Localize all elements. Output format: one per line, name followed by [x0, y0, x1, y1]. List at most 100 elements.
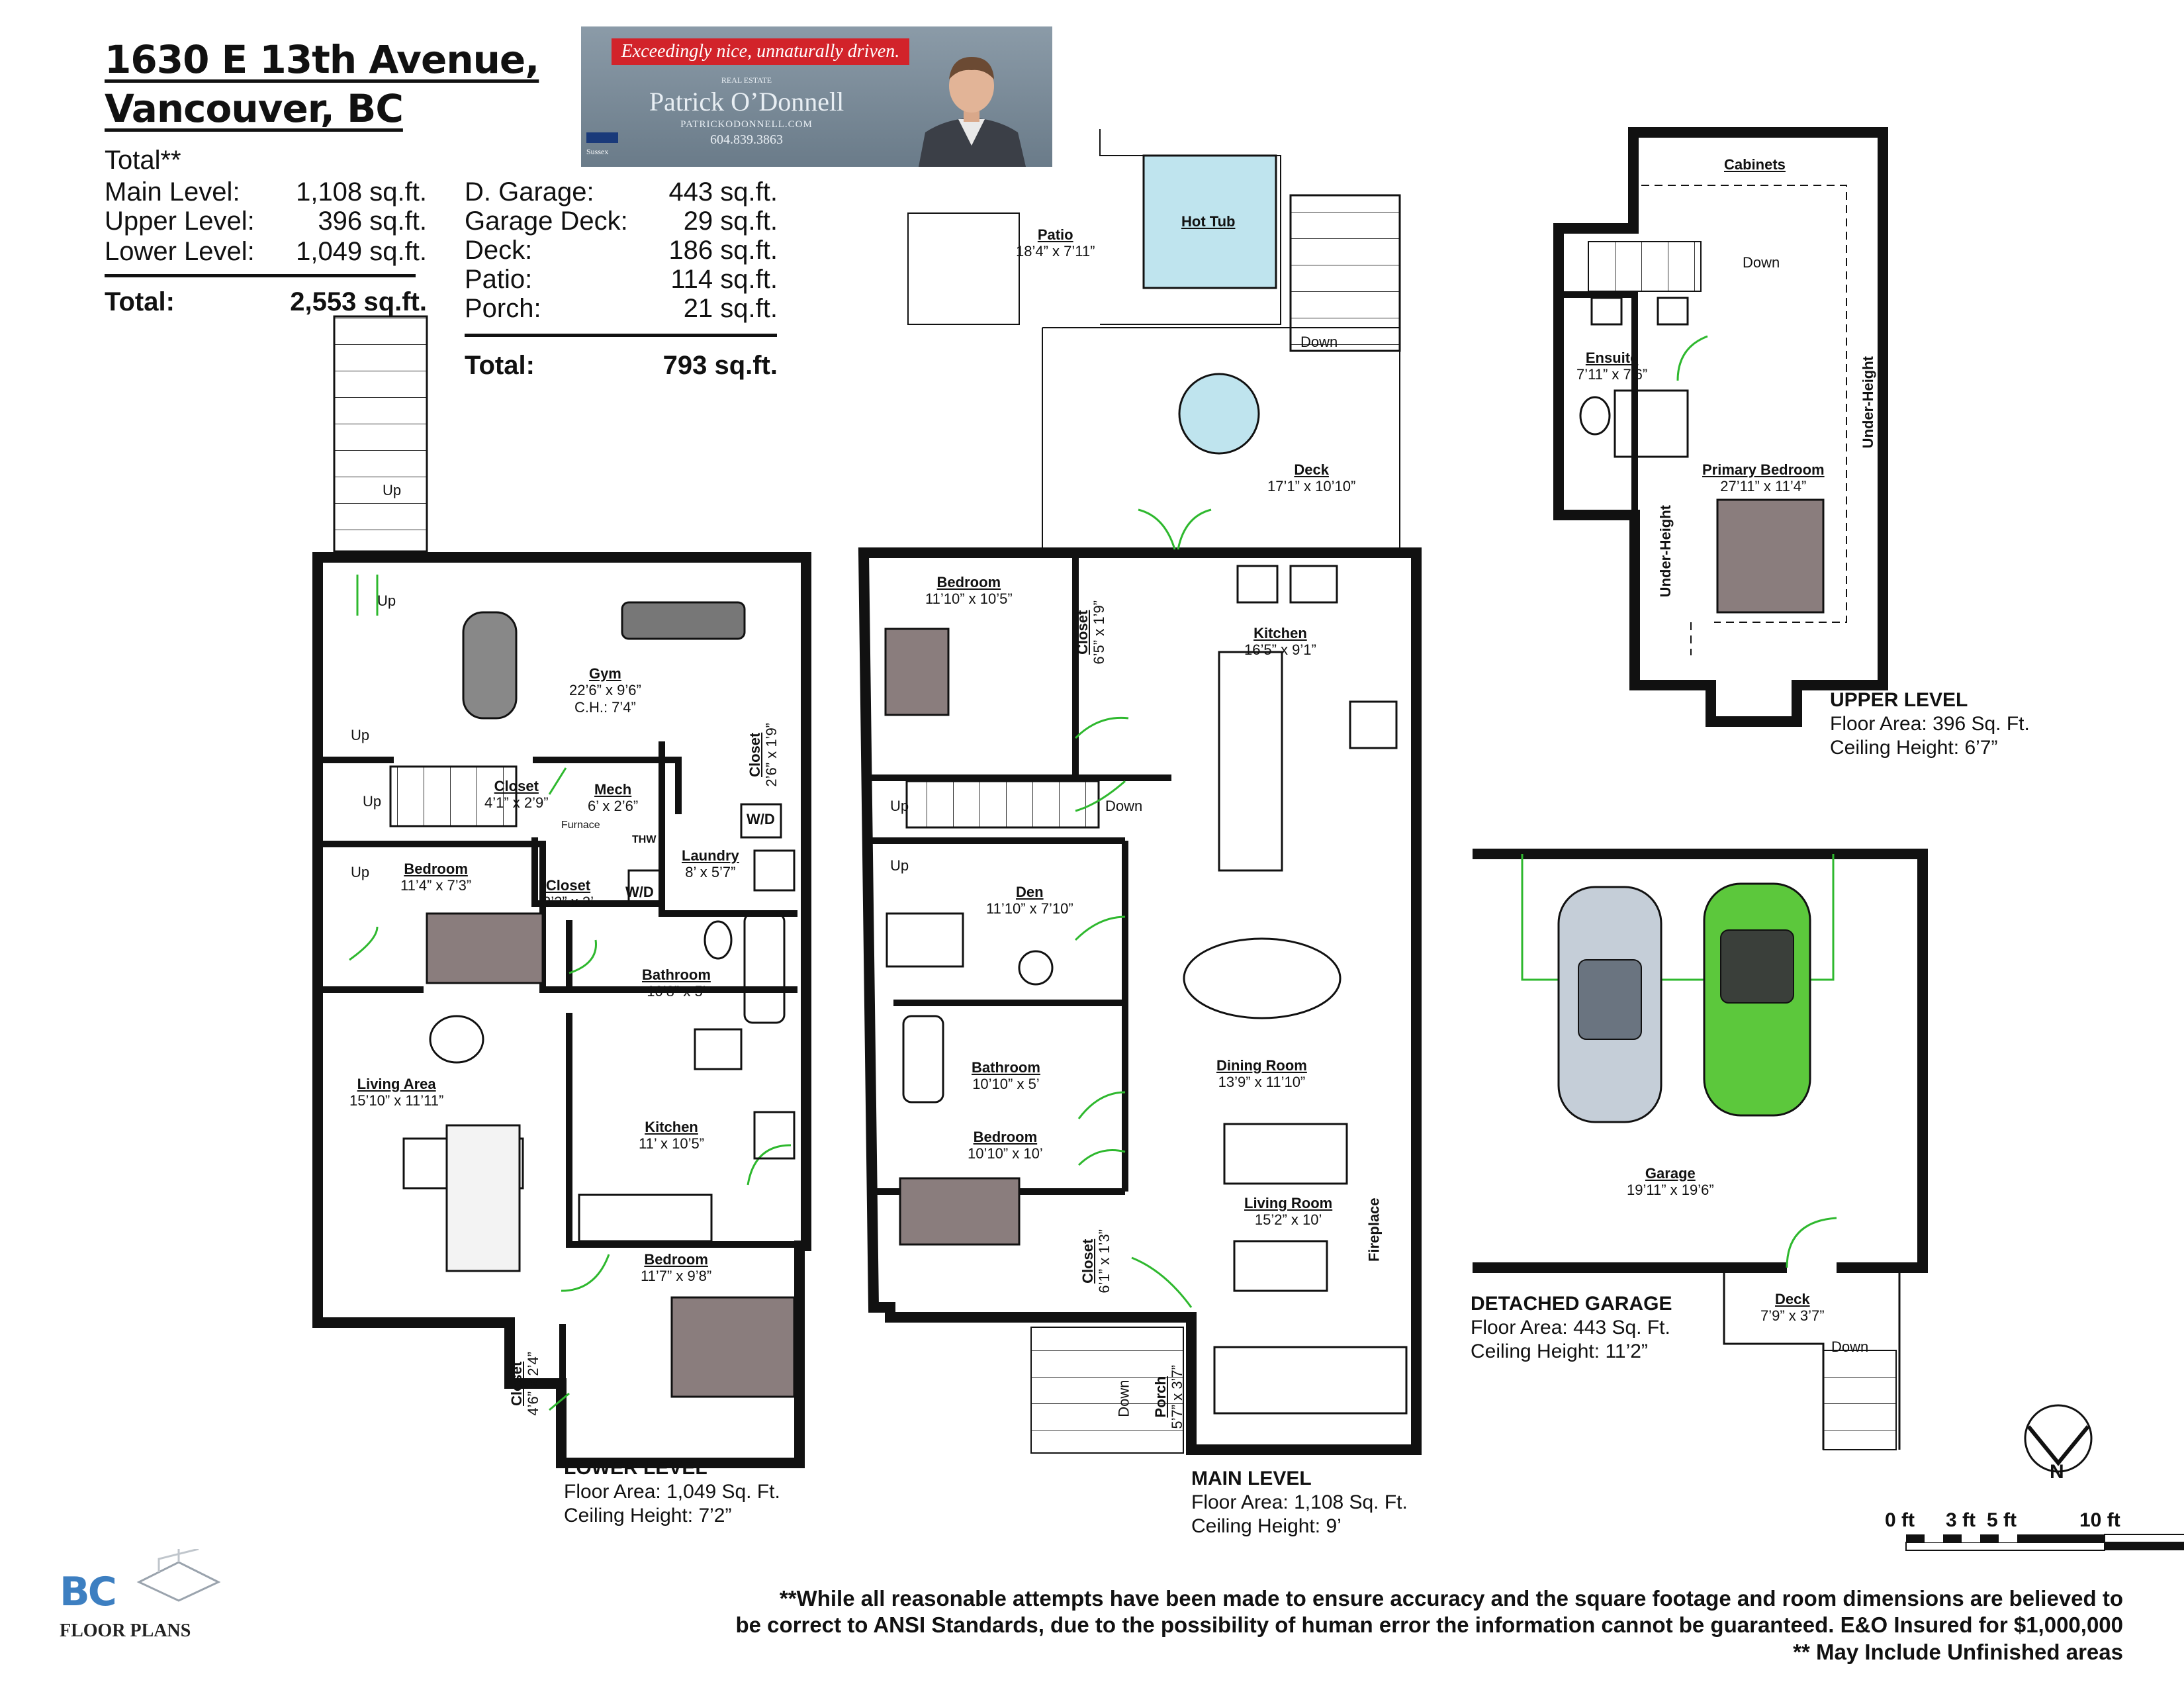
main-exterior-wall [858, 547, 1422, 1455]
main-bathtub [902, 1015, 944, 1103]
upper-toilet [1579, 396, 1611, 436]
agent-photo-icon [919, 57, 1026, 167]
stair-down-label: Down [1743, 254, 1780, 271]
toilet [704, 920, 733, 960]
stair-down-label: Down [1105, 798, 1143, 814]
scale-label: 10 ft [2079, 1509, 2120, 1531]
summary-value: 1,108 sq.ft. [296, 177, 427, 207]
kitchen-island [1218, 651, 1283, 872]
interior-stair-lower [389, 765, 518, 827]
main-sofa-2 [1213, 1346, 1408, 1415]
summary-value: 114 sq.ft. [670, 265, 778, 294]
fridge [753, 1111, 796, 1160]
summary-total: Total: [105, 287, 175, 316]
scale-label: 3 ft [1946, 1509, 1976, 1531]
summary-total-value: 793 sq.ft. [662, 351, 778, 380]
divider [105, 274, 416, 277]
stove [694, 1028, 743, 1070]
summary-value: 29 sq.ft. [683, 207, 778, 236]
address-line1: 1630 E 13th Avenue, [105, 37, 539, 82]
house-logo-icon [136, 1549, 221, 1602]
shower [1614, 389, 1689, 458]
stair-up-label: Up [890, 798, 909, 814]
summary-label: D. Garage: [465, 177, 594, 207]
lower-level-plan [312, 315, 811, 1468]
banner-tagline: Exceedingly nice, unnaturally driven. [612, 38, 909, 65]
summary-value: 1,049 sq.ft. [296, 237, 427, 266]
garage-deck-stair [1823, 1350, 1897, 1450]
desk [886, 912, 964, 968]
summary-label: Upper Level: [105, 207, 255, 236]
banner-kicker: REAL ESTATE [721, 75, 772, 85]
summary-total-label: Total** [105, 146, 181, 175]
dining-table [1183, 937, 1342, 1019]
stair-up-label: Up [363, 793, 382, 810]
stair-up-label: Up [351, 864, 370, 880]
bed-main-1 [884, 628, 950, 716]
main-sofa [1223, 1123, 1348, 1185]
stair-up-label: Up [377, 592, 396, 609]
stair-down-label: Down [1115, 1380, 1132, 1417]
lower-interior-wall [321, 741, 797, 1456]
primary-bed [1716, 498, 1825, 614]
main-level-plan [858, 129, 1422, 1455]
stair-up-label: Up [890, 857, 909, 874]
upper-level-plan [1553, 127, 1888, 727]
coffee-table [1233, 1240, 1328, 1292]
washer-dryer-label: W/D [625, 884, 654, 900]
summary-label: Main Level: [105, 177, 240, 207]
scale-label: 0 ft [1885, 1509, 1915, 1531]
summary-value: 396 sq.ft. [318, 207, 427, 236]
summary-label: Porch: [465, 294, 541, 323]
cabinets-label: Cabinets [1724, 156, 1786, 173]
garage-wall [1473, 849, 1928, 1273]
under-height-label: Under-Height [1860, 355, 1877, 449]
bed-main-2 [899, 1177, 1021, 1246]
summary-label: Lower Level: [105, 237, 255, 266]
disclaimer: **While all reasonable attempts have bee… [735, 1586, 2124, 1664]
bed-lower-2 [670, 1296, 796, 1398]
north-arrow-icon [2024, 1404, 2093, 1473]
realtor-banner[interactable]: Exceedingly nice, unnaturally driven. RE… [581, 26, 1052, 167]
scale-bar [1905, 1534, 2184, 1551]
north-label: N [2050, 1461, 2064, 1483]
room-hot-tub: Hot Tub [1181, 213, 1236, 230]
main-stair [905, 780, 1100, 829]
summary-label: Patio: [465, 265, 533, 294]
brokerage-logo-icon [586, 132, 618, 143]
furnace-label: Furnace [561, 820, 600, 831]
exterior-stair-lower [333, 315, 428, 553]
elliptical [462, 611, 518, 720]
stair-down-label: Down [1831, 1338, 1869, 1355]
treadmill [621, 601, 746, 640]
address-line2: Vancouver, BC [105, 86, 404, 131]
summary-total: Total: [465, 351, 535, 380]
agent-name: Patrick O’Donnell [649, 87, 844, 117]
porch-stair [1030, 1327, 1184, 1454]
fireplace-label: Fireplace [1365, 1197, 1383, 1262]
